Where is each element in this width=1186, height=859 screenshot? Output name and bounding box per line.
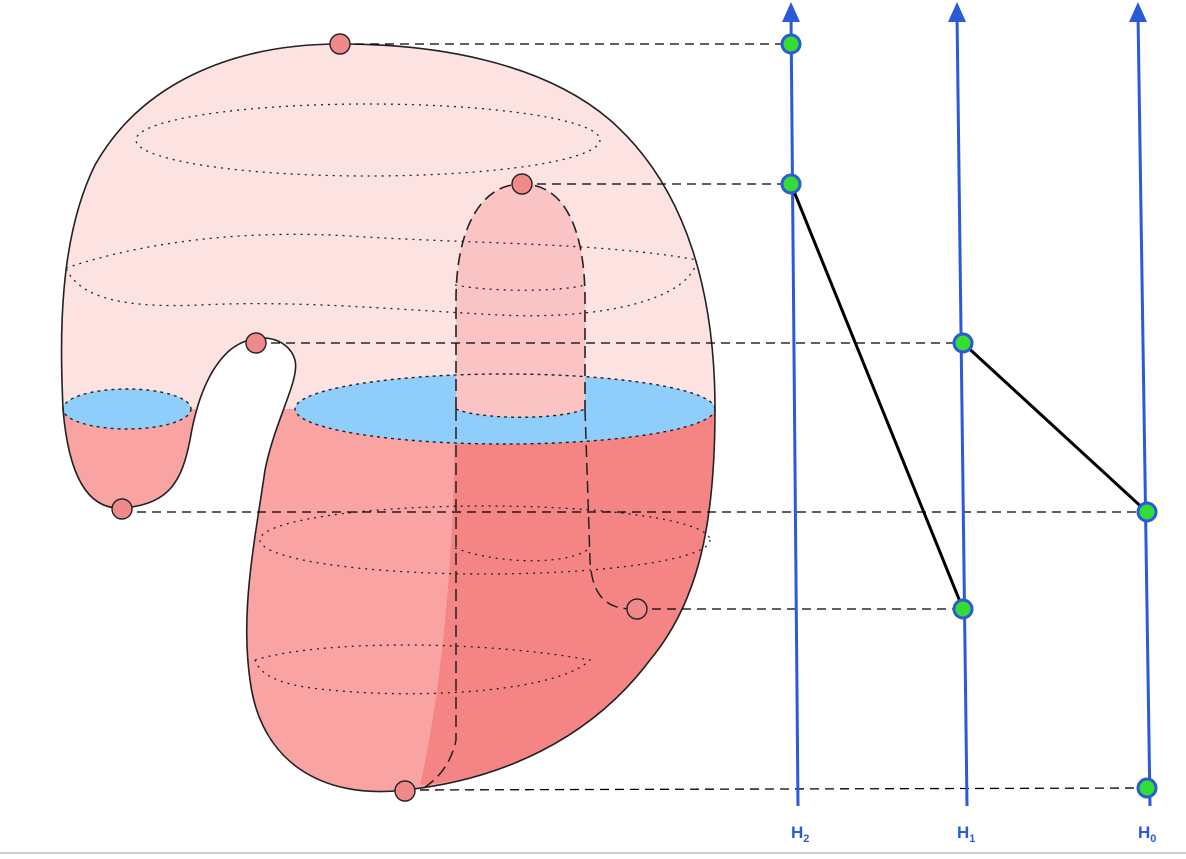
axis-label-h0: H0	[1138, 823, 1156, 845]
connector-h2-h1	[789, 183, 965, 610]
node-h1-1	[952, 332, 974, 354]
level-contours	[65, 103, 711, 695]
bottom-rule	[0, 852, 1186, 854]
node-h2-2	[780, 173, 802, 195]
homology-axes	[782, 2, 1152, 807]
axis-nodes	[780, 33, 1158, 799]
axis-line-h1	[955, 13, 969, 807]
finger-base	[455, 408, 586, 418]
pairing-connectors	[789, 183, 1149, 610]
contour-inner-tube	[454, 547, 591, 562]
axis-arrow-h0	[1129, 2, 1147, 22]
critical-point-6	[394, 780, 416, 802]
contour-finger	[454, 284, 586, 291]
critical-point-3	[245, 332, 267, 354]
axis-h2	[782, 2, 800, 807]
node-h2-1	[780, 33, 802, 55]
node-h0-2	[1136, 777, 1158, 799]
critical-point-1	[329, 33, 351, 55]
inner-tube-left	[419, 409, 457, 791]
contour-level-1	[135, 103, 601, 177]
axis-line-h0	[1136, 13, 1152, 807]
contour-level-2	[65, 233, 698, 317]
critical-point-4	[111, 498, 133, 520]
critical-points	[111, 33, 648, 802]
surface-core-region	[420, 409, 715, 785]
guide-line-6	[404, 787, 1148, 791]
surface-finger	[455, 183, 586, 418]
node-h1-2	[952, 598, 974, 620]
critical-point-2	[511, 173, 533, 195]
axis-label-h2: H2	[791, 823, 809, 845]
water-ellipse-left	[63, 389, 191, 429]
guide-lines	[122, 43, 1148, 791]
water-outlines	[62, 373, 716, 445]
axis-h0	[1129, 2, 1152, 807]
node-h0-1	[1136, 501, 1158, 523]
finger-fill	[456, 184, 585, 418]
axis-line-h2	[789, 13, 800, 807]
axis-arrow-h2	[782, 2, 800, 22]
critical-point-5	[626, 598, 648, 620]
connector-h1-h0	[961, 341, 1149, 514]
axis-arrow-h1	[948, 2, 966, 22]
contour-level-3	[259, 505, 711, 575]
axis-label-h1: H1	[957, 823, 975, 845]
axis-h1	[948, 2, 969, 807]
surface-body	[61, 44, 715, 792]
